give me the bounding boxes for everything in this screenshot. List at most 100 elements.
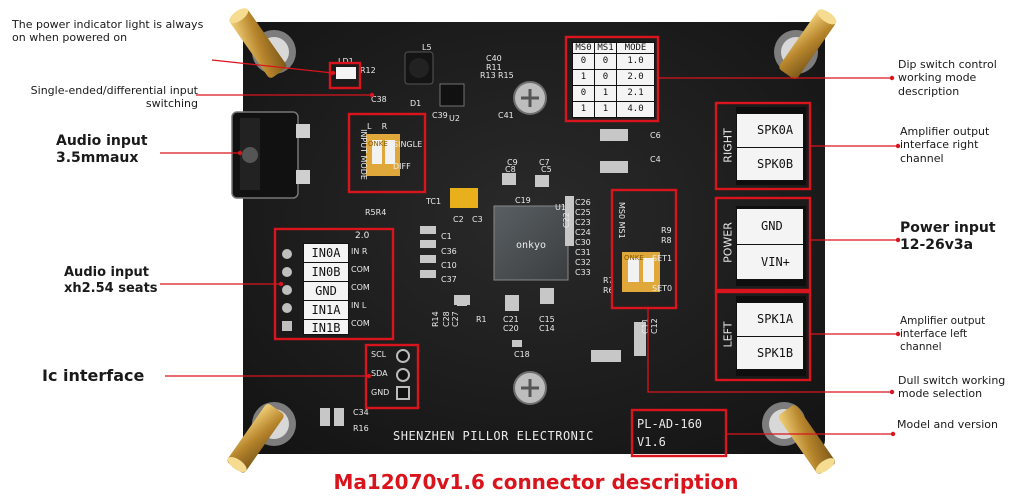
svg-text:C38: C38 (371, 95, 387, 104)
dip-cell: 1 (573, 70, 595, 85)
i2c-labels: SCL SDA GND (371, 350, 389, 397)
svg-text:R15: R15 (498, 71, 514, 80)
svg-text:C26: C26 (575, 198, 591, 207)
board-version: V1.6 (637, 435, 666, 449)
frame-dip-table (564, 35, 660, 123)
dip-header-ms1: MS1 (595, 43, 617, 53)
audio-jack-35mm (231, 111, 310, 199)
svg-text:C11: C11 (641, 318, 650, 334)
dip-cell: 4.0 (627, 104, 644, 114)
input-header-block: 2.0 IN0A IN0B GND IN1A IN1B IN R COM COM… (303, 231, 387, 335)
input-pin-in0b: IN0B (304, 263, 348, 282)
i2c-pins (396, 349, 410, 400)
input-tag: IN L (351, 301, 367, 310)
gnd-label: GND (737, 209, 803, 245)
svg-text:C27: C27 (451, 311, 460, 327)
svg-text:TC1: TC1 (425, 197, 441, 206)
i2c-label-scl: SCL (371, 350, 387, 359)
dip-cell: 1 (595, 102, 617, 117)
svg-text:C19: C19 (515, 196, 531, 205)
dip-header-mode: MODE (624, 43, 647, 53)
input-mode-dip-switch (366, 134, 400, 176)
input-tag: COM (351, 319, 370, 328)
svg-text:C31: C31 (575, 248, 591, 257)
label-model-version: Model and version (897, 418, 999, 431)
frame-power-input (714, 196, 812, 292)
dip-brand: ONKE (368, 140, 388, 148)
board-brand: SHENZHEN PILLOR ELECTRONIC (393, 429, 594, 443)
screws (513, 81, 547, 405)
svg-text:R1: R1 (476, 315, 487, 324)
svg-text:L5: L5 (422, 43, 432, 52)
svg-text:C6: C6 (650, 131, 661, 140)
svg-text:R9: R9 (661, 226, 672, 235)
label-dull-switch: Dull switch working mode selection (898, 374, 1006, 401)
tantalum-capacitor (450, 188, 478, 208)
svg-text:C15: C15 (539, 315, 555, 324)
svg-text:D1: D1 (410, 99, 421, 108)
svg-text:R12: R12 (360, 66, 376, 75)
dip-cell: 0 (573, 54, 595, 69)
input-switch-silk: L R SINGLE DIFF INPUT MODE ONKE (352, 118, 422, 190)
svg-text:C20: C20 (503, 324, 519, 333)
svg-text:C25: C25 (575, 208, 591, 217)
dip-cell: 2.1 (627, 88, 644, 98)
svg-text:R6: R6 (603, 286, 614, 295)
input-tag: IN R (351, 247, 368, 256)
label-ic-interface: Ic interface (42, 366, 145, 385)
dip-cell: 0 (595, 70, 617, 85)
svg-text:R7: R7 (603, 276, 614, 285)
svg-text:C4: C4 (650, 155, 661, 164)
svg-text:R16: R16 (353, 424, 369, 433)
svg-text:C33: C33 (575, 268, 591, 277)
svg-text:C30: C30 (575, 238, 591, 247)
svg-text:C10: C10 (441, 261, 457, 270)
svg-text:C34: C34 (353, 408, 369, 417)
input-header-pins (282, 249, 292, 331)
inductor (404, 51, 434, 85)
label-audio-xh: Audio input xh2.54 seats (64, 265, 158, 296)
board-model: PL-AD-160 (637, 417, 703, 431)
svg-text:R8: R8 (661, 236, 672, 245)
dip-cell: 2.0 (627, 72, 644, 82)
dip-cell: 1 (573, 102, 595, 117)
svg-text:C23: C23 (575, 218, 591, 227)
label-dip-desc: Dip switch control working mode descript… (898, 58, 997, 98)
svg-text:R5R4: R5R4 (365, 208, 386, 217)
frame-power-led (328, 61, 362, 90)
mode-switch-set1: SET1 (652, 254, 673, 263)
svg-text:C7: C7 (539, 158, 550, 167)
svg-text:C5: C5 (541, 165, 552, 174)
spk0b-label: SPK0B (757, 157, 794, 171)
svg-text:C22: C22 (562, 212, 571, 228)
svg-text:C36: C36 (441, 247, 457, 256)
dip-cell: 1.0 (627, 56, 644, 66)
label-power-input: Power input 12-26v3a (900, 220, 996, 254)
svg-text:C9: C9 (507, 158, 518, 167)
input-block-version: 2.0 (355, 231, 370, 241)
i2c-label-gnd: GND (371, 388, 390, 397)
frame-mode-switch (610, 188, 678, 310)
regulator-chip (439, 83, 465, 107)
svg-text:C18: C18 (514, 350, 530, 359)
left-channel-block: LEFT SPK1A SPK1B (720, 296, 806, 376)
mode-switch-silk: SET1 SET0 MS0 MS1 ONKE (614, 192, 676, 306)
i2c-label-sda: SDA (371, 369, 388, 378)
svg-text:LD1: LD1 (338, 57, 354, 66)
svg-text:R14: R14 (431, 311, 440, 327)
svg-text:C37: C37 (441, 275, 457, 284)
leader-lines (160, 59, 901, 437)
passive-components (320, 129, 646, 426)
dip-cell: 0 (573, 86, 595, 101)
input-switch-side: INPUT MODE (358, 129, 368, 180)
vin-label: VIN+ (761, 255, 790, 269)
svg-text:C8: C8 (505, 165, 516, 174)
input-switch-lr: L R (367, 122, 388, 131)
mode-switch-set0: SET0 (652, 284, 673, 293)
svg-text:C28: C28 (442, 311, 451, 327)
dip-table-row: 0 0 1.0 (573, 54, 654, 70)
spk1a-label: SPK1A (737, 303, 803, 337)
svg-text:C3: C3 (472, 215, 483, 224)
